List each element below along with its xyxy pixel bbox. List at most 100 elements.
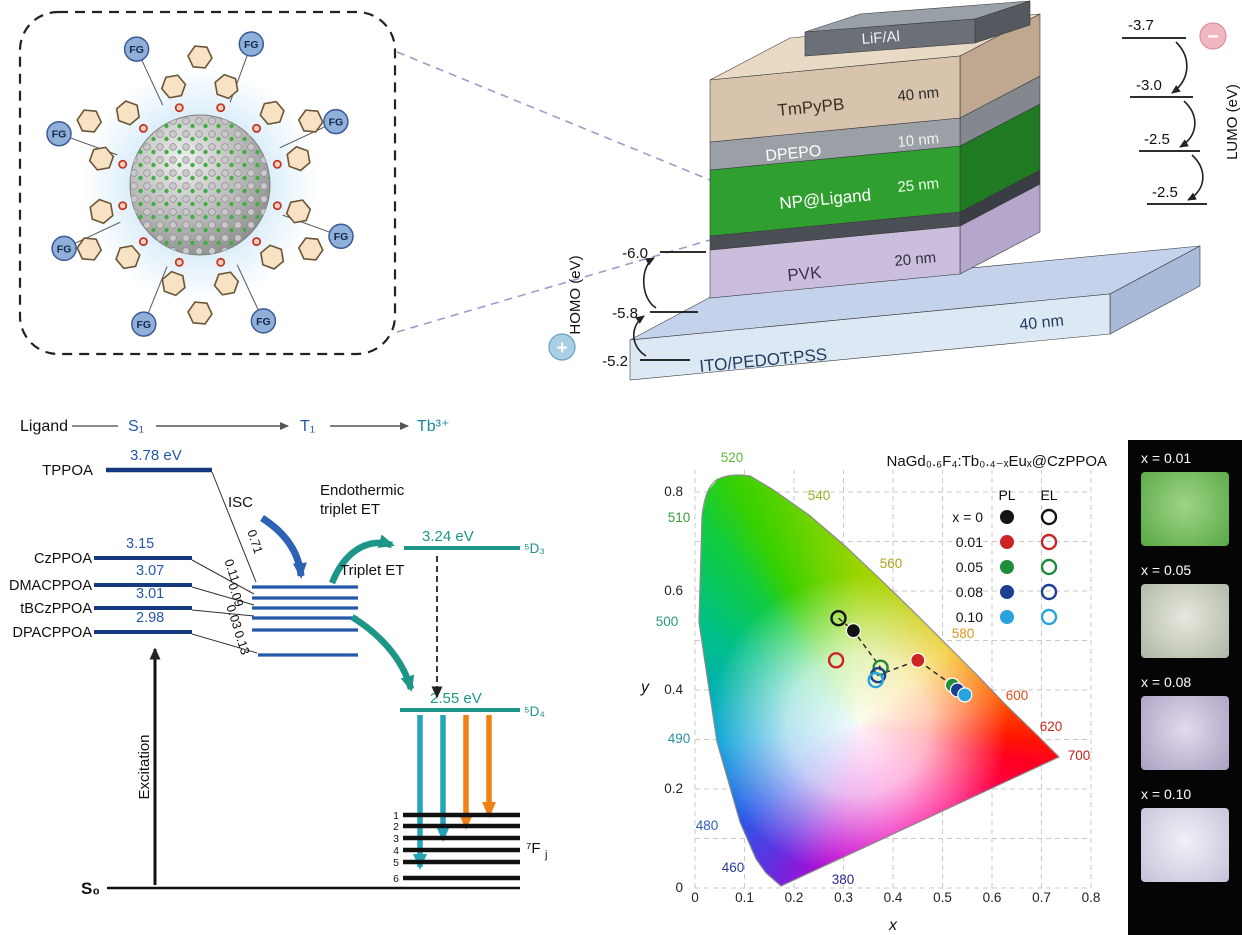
lumo-level-value: -3.7 <box>1128 17 1154 34</box>
lumo-levels: LUMO (eV) -3.7 -3.0 -2.5 -2.5 − <box>1122 17 1241 205</box>
layer-thickness-dpepo: 10 nm <box>897 130 940 151</box>
el-photo-strip: x = 0.01 x = 0.05 x = 0.08 x = 0.10 <box>1128 440 1242 935</box>
fg-label: FG <box>52 129 67 141</box>
homo-level-value: -5.8 <box>612 305 638 322</box>
d3-energy: 3.24 eV <box>422 528 474 545</box>
layer-label-pvk: PVK <box>787 263 823 285</box>
fg-label: FG <box>334 231 349 243</box>
anode-plus-symbol: + <box>556 338 567 359</box>
ground-state: S₀ Excitation <box>81 647 520 898</box>
fj-index: 1 <box>393 810 399 822</box>
el-photo-image <box>1141 808 1229 882</box>
wavelength-label: 620 <box>1040 719 1063 734</box>
cie-legend-label: 0.08 <box>956 584 983 600</box>
fj-term: ⁷F <box>526 840 541 857</box>
cie-legend-label: 0.05 <box>956 559 983 575</box>
x-tick: 0 <box>691 890 699 905</box>
cie-point-el <box>867 671 884 689</box>
layer-thickness-tmpypb: 40 nm <box>897 84 940 105</box>
triplet-manifold <box>252 585 358 657</box>
homo-level-value: -6.0 <box>622 245 648 262</box>
fg-label: FG <box>329 117 344 129</box>
cie-legend-el-marker <box>1040 608 1058 626</box>
emission-arrows <box>413 715 496 870</box>
s0-label: S₀ <box>81 879 100 898</box>
tbczppoa-energy: 3.01 <box>136 586 164 602</box>
layer-lif-al <box>804 0 1031 57</box>
lumo-level-value: -2.5 <box>1152 184 1178 201</box>
tppoa-name: TPPOA <box>42 462 93 479</box>
wavelength-label: 560 <box>880 556 903 571</box>
lumo-level-value: -3.0 <box>1136 77 1162 94</box>
fj-index: 3 <box>393 833 399 845</box>
x-tick: 0.2 <box>785 890 804 905</box>
cathode-minus-icon <box>1199 22 1227 50</box>
el-photo-label: x = 0.01 <box>1141 450 1192 466</box>
x-tick: 0.3 <box>834 890 853 905</box>
nanoparticle-panel: FG FG FG FG FG FG FG FG <box>18 10 397 356</box>
fj-index: 2 <box>393 821 399 833</box>
homo-levels: HOMO (eV) -6.0 -5.8 -5.2 + <box>548 245 706 370</box>
el-photo-label: x = 0.05 <box>1141 562 1192 578</box>
fg-label: FG <box>244 39 259 51</box>
lumo-level-value: -2.5 <box>1144 131 1170 148</box>
diagram-header: Ligand S₁ T₁ Tb³⁺ <box>20 418 449 435</box>
isc-group: ISC 0.71 0.11 0.09 0.03 0.13 <box>191 471 307 657</box>
czppoa-name: CzPPOA <box>34 551 92 567</box>
fg-badge: FG <box>51 235 77 262</box>
cie-point-pl <box>845 623 861 639</box>
energy-transfer-diagram: Ligand S₁ T₁ Tb³⁺ 3.78 eV TPPOA 3.15 CzP… <box>9 418 547 898</box>
wavelength-label: 490 <box>668 731 691 746</box>
cie-legend-pl-marker <box>1000 535 1014 549</box>
cie-point-pl <box>957 687 973 703</box>
cie-legend-pl-marker <box>1000 610 1014 624</box>
layer-label-dpepo: DPEPO <box>765 143 822 165</box>
fg-label: FG <box>129 44 144 56</box>
lumo-axis-label: LUMO (eV) <box>1224 84 1241 160</box>
fj-manifold: 1 2 3 4 5 6 ⁷F j <box>393 810 547 885</box>
layer-thickness-ito: 40 nm <box>1019 312 1065 334</box>
zoom-connector-lines <box>396 51 711 333</box>
cie-legend-label: x = 0 <box>952 509 983 525</box>
czppoa-energy: 3.15 <box>126 536 154 552</box>
wavelength-label: 480 <box>696 818 719 833</box>
homo-level-value: -5.2 <box>602 353 628 370</box>
wavelength-label: 580 <box>952 626 975 641</box>
legend-pl-header: PL <box>998 487 1015 503</box>
x-tick-labels: 0 0.1 0.2 0.3 0.4 0.5 0.6 0.7 0.8 <box>691 890 1100 905</box>
fg-badge: FG <box>123 36 150 62</box>
dpacppoa-name: DPACPPOA <box>12 625 92 641</box>
el-photo-label: x = 0.10 <box>1141 786 1192 802</box>
legend-el-header: EL <box>1040 487 1057 503</box>
layer-ito-pedot <box>629 245 1201 381</box>
oxygen-atom-group <box>118 103 282 267</box>
tppoa-energy: 3.78 eV <box>130 447 182 464</box>
layer-thickness-np-ligand: 25 nm <box>897 175 940 196</box>
wavelength-label: 380 <box>832 872 855 887</box>
wavelength-label: 540 <box>808 488 831 503</box>
cie-diagram: NaGd₀.₆F₄:Tb₀.₄₋ₓEuₓ@CzPPOA PL EL x = 00… <box>640 450 1107 934</box>
el-photo-label: x = 0.08 <box>1141 674 1192 690</box>
fj-index: 6 <box>393 873 399 885</box>
cie-legend-el-marker <box>1040 558 1058 576</box>
wavelength-label: 600 <box>1006 688 1029 703</box>
el-photo-block: x = 0.01 <box>1141 448 1229 560</box>
homo-axis-label: HOMO (eV) <box>567 255 584 334</box>
x-tick: 0.5 <box>933 890 952 905</box>
cie-legend-el-marker <box>1040 583 1058 601</box>
wavelength-label: 700 <box>1068 748 1091 763</box>
cathode-minus-symbol: − <box>1207 26 1219 48</box>
fg-badge: FG <box>250 308 277 334</box>
dmacppoa-name: DMACPPOA <box>9 578 92 594</box>
isc-arrow <box>260 515 307 579</box>
endothermic-label-line2: triplet ET <box>320 501 380 518</box>
y-tick: 0.8 <box>664 484 683 499</box>
d4-term: ⁵D₄ <box>524 704 545 719</box>
fg-badge: FG <box>131 311 157 337</box>
y-tick: 0.6 <box>664 583 683 598</box>
isc-yield: 0.71 <box>244 528 265 556</box>
isc-yield: 0.03 <box>223 603 244 631</box>
tbczppoa-name: tBCzPPOA <box>20 601 92 617</box>
endothermic-et-arrow <box>328 534 395 585</box>
